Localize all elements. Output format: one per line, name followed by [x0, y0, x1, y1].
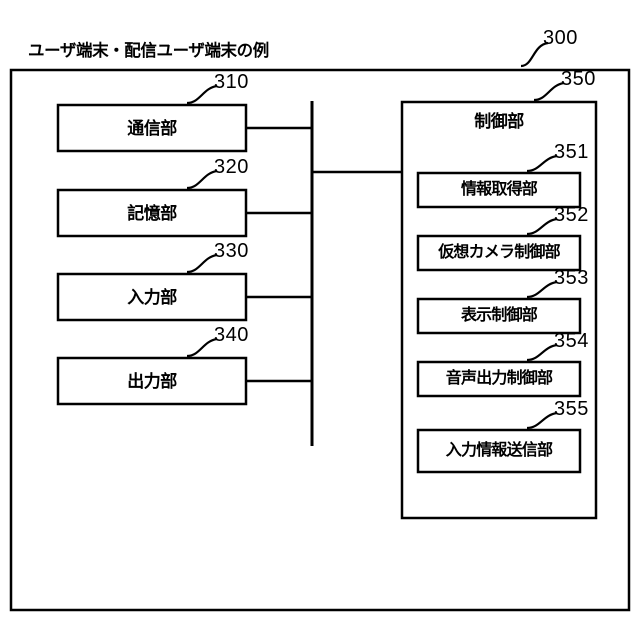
leader-line-352: [526, 217, 558, 236]
leader-line-354: [526, 343, 558, 362]
ref-number-351: 351: [554, 141, 589, 163]
ref-number-355: 355: [554, 398, 589, 420]
sub-block-label-virtual-camera-control: 仮想カメラ制御部: [438, 244, 560, 261]
control-unit-label: 制御部: [474, 112, 524, 131]
block-label-input: 入力部: [127, 287, 177, 307]
ref-number-350: 350: [561, 68, 596, 90]
block-label-communication: 通信部: [127, 118, 177, 138]
block-label-output: 出力部: [127, 371, 177, 391]
box-352: [416, 234, 582, 272]
sub-block-label-display-control: 表示制御部: [460, 307, 538, 324]
box-355: [416, 428, 582, 474]
leader-line-320: [186, 169, 218, 190]
box-354: [416, 360, 582, 398]
leader-line-353: [526, 280, 558, 299]
ref-number-320: 320: [214, 156, 249, 178]
leader-line-355: [526, 411, 558, 430]
leader-line-350: [533, 81, 565, 102]
ref-number-300: 300: [543, 27, 578, 49]
ref-number-352: 352: [554, 204, 589, 226]
leader-line-310: [186, 84, 218, 105]
box-320: [56, 188, 248, 238]
ref-number-353: 353: [554, 267, 589, 289]
figure-title: ユーザ端末・配信ユーザ端末の例: [28, 42, 269, 60]
leader-line-340: [186, 337, 218, 358]
sub-block-label-input-information-transmission: 入力情報送信部: [445, 442, 553, 459]
ref-number-310: 310: [214, 71, 249, 93]
box-340: [56, 356, 248, 406]
ref-number-354: 354: [554, 330, 589, 352]
sub-block-label-information-acquisition: 情報取得部: [460, 181, 538, 198]
box-330: [56, 272, 248, 322]
box-310: [56, 103, 248, 153]
ref-number-330: 330: [214, 240, 249, 262]
box-353: [416, 297, 582, 335]
leader-line-330: [186, 253, 218, 274]
leader-line-351: [526, 154, 558, 173]
box-351: [416, 171, 582, 209]
sub-block-label-audio-output-control: 音声出力制御部: [445, 370, 553, 387]
leader-line-300: [520, 41, 549, 68]
ref-number-340: 340: [214, 324, 249, 346]
block-label-storage: 記憶部: [127, 203, 177, 223]
